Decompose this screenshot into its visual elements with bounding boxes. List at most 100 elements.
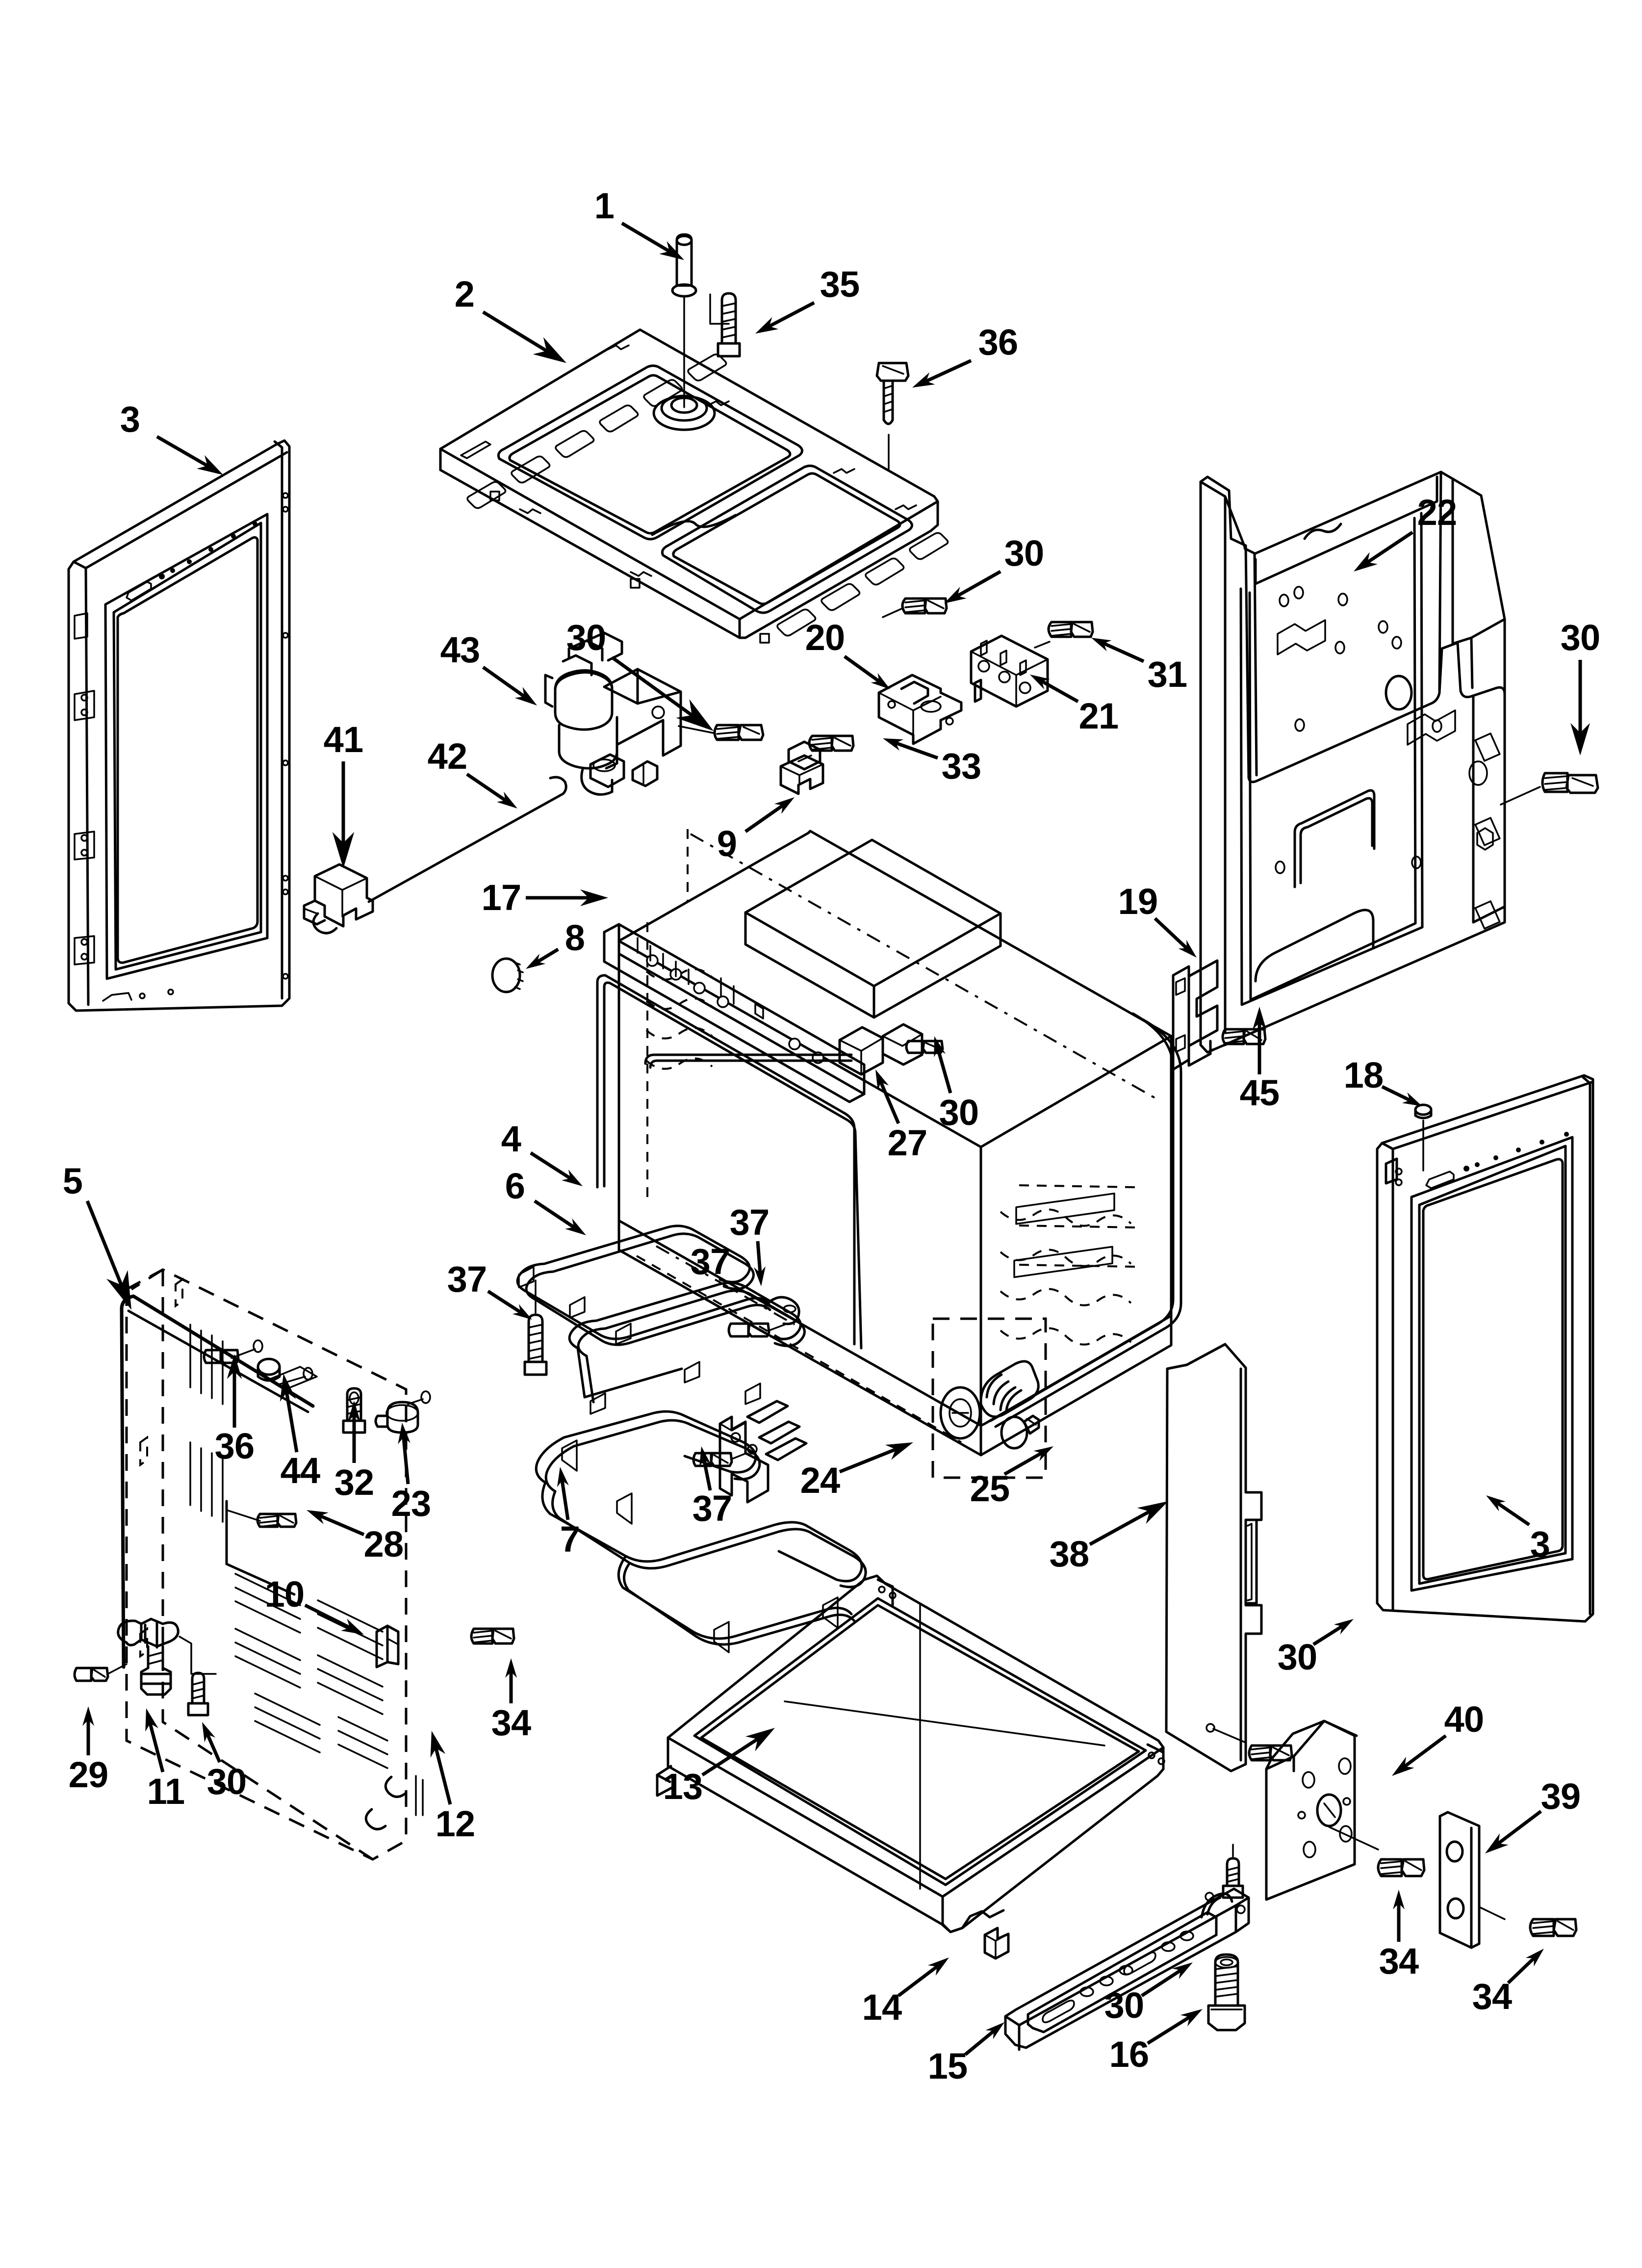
callout-number-24: 24 [800, 1460, 841, 1501]
leader-5 [85, 1200, 131, 1310]
leader-11 [145, 1708, 165, 1773]
callout-number-32: 32 [334, 1462, 375, 1503]
callout-number-42: 42 [427, 736, 468, 777]
callout-number-34: 34 [491, 1702, 532, 1743]
callout-number-1: 1 [594, 185, 615, 226]
callout-number-17: 17 [481, 877, 522, 918]
callout-number-30: 30 [1277, 1637, 1318, 1677]
leader-28 [307, 1510, 365, 1537]
cooktop-screw-35-art [709, 292, 741, 358]
callout-number-44: 44 [280, 1450, 321, 1491]
callout-number-9: 9 [717, 823, 737, 864]
rack-guide-rail-art [603, 923, 866, 1103]
callout-number-30: 30 [1004, 533, 1045, 574]
leader-20 [843, 655, 890, 689]
callout-number-12: 12 [435, 1803, 476, 1844]
bracket-clip-33-art [787, 740, 821, 771]
leader-37 [753, 1241, 766, 1286]
cavity-trim-wire-art [596, 974, 863, 1350]
callout-number-36: 36 [214, 1426, 255, 1466]
leader-36 [227, 1354, 242, 1428]
callout-number-22: 22 [1417, 492, 1458, 533]
callout-number-19: 19 [1118, 881, 1158, 922]
leader-3 [156, 435, 223, 475]
oven-door-right-art [1376, 1074, 1594, 1623]
terminal-block-assembly-art [797, 597, 1094, 762]
leader-30 [1570, 660, 1590, 756]
callout-number-36: 36 [978, 322, 1019, 363]
callout-number-15: 15 [927, 2046, 968, 2086]
leader-24 [839, 1442, 913, 1474]
oven-bottom-panel-art [656, 1574, 1165, 1933]
drawer-slide-art [983, 1844, 1250, 2051]
callout-number-43: 43 [440, 629, 481, 670]
leader-30 [1141, 1962, 1193, 1997]
callout-number-30: 30 [1560, 617, 1601, 658]
callout-number-13: 13 [663, 1766, 703, 1807]
leader-34 [505, 1658, 517, 1703]
leader-37 [699, 1446, 712, 1491]
callout-number-45: 45 [1239, 1072, 1280, 1113]
callout-number-20: 20 [805, 617, 846, 658]
cooktop-center-pin-art [671, 233, 697, 408]
leveling-leg-assembly-art [73, 1617, 217, 1717]
leader-38 [1089, 1501, 1168, 1546]
hole-plug-art [491, 957, 524, 993]
door-latch-bracket-art [1172, 959, 1267, 1071]
callout-number-38: 38 [1049, 1534, 1090, 1574]
leader-16 [1147, 2009, 1203, 2045]
rear-insulation-art [120, 1268, 431, 1861]
leader-40 [1392, 1734, 1447, 1776]
callout-number-29: 29 [68, 1754, 109, 1795]
leader-13 [701, 1728, 775, 1776]
callout-number-39: 39 [1540, 1776, 1581, 1817]
leader-30 [611, 656, 714, 731]
callout-number-30: 30 [939, 1092, 979, 1133]
callout-number-28: 28 [363, 1524, 404, 1564]
leader-30 [934, 1036, 952, 1094]
leader-35 [755, 301, 815, 334]
leader-42 [466, 773, 517, 808]
callout-number-30: 30 [566, 617, 607, 658]
leader-25 [1003, 1446, 1053, 1476]
leader-14 [897, 1957, 949, 1997]
leader-15 [964, 2022, 1004, 2056]
callout-number-8: 8 [564, 917, 585, 958]
leader-37 [487, 1290, 532, 1320]
leader-7 [557, 1467, 570, 1520]
callout-number-14: 14 [862, 1987, 902, 2028]
leader-34 [1393, 1890, 1405, 1942]
leader-36 [912, 359, 972, 388]
callout-number-5: 5 [62, 1161, 83, 1201]
leader-23 [398, 1423, 410, 1485]
leader-45 [1252, 1007, 1267, 1074]
callout-leader-lines [82, 221, 1590, 2056]
callout-number-2: 2 [454, 274, 475, 314]
callout-number-33: 33 [941, 746, 982, 786]
leader-21 [1030, 675, 1079, 704]
callout-number-3: 3 [120, 399, 140, 440]
panel-screw-34a-art [470, 1627, 515, 1645]
callout-number-37: 37 [692, 1488, 733, 1529]
leader-32 [348, 1401, 360, 1463]
callout-number-35: 35 [820, 264, 860, 305]
leader-12 [430, 1731, 452, 1805]
callout-number-11: 11 [147, 1771, 185, 1812]
callout-number-37: 37 [690, 1241, 731, 1282]
callout-number-27: 27 [887, 1122, 928, 1163]
leader-22 [1354, 531, 1413, 572]
cooktop-main-top-art [439, 328, 949, 644]
leader-19 [1154, 917, 1197, 958]
callout-number-18: 18 [1343, 1055, 1384, 1095]
leader-33 [883, 738, 939, 760]
leader-1 [621, 221, 684, 260]
callout-number-23: 23 [391, 1483, 432, 1524]
leader-4 [530, 1151, 583, 1186]
leader-43 [482, 666, 537, 705]
leader-29 [82, 1706, 94, 1755]
leader-30 [944, 570, 1001, 603]
oven-light-kit-art [931, 1317, 1047, 1479]
leader-18 [1381, 1085, 1422, 1106]
callout-number-37: 37 [729, 1202, 770, 1243]
